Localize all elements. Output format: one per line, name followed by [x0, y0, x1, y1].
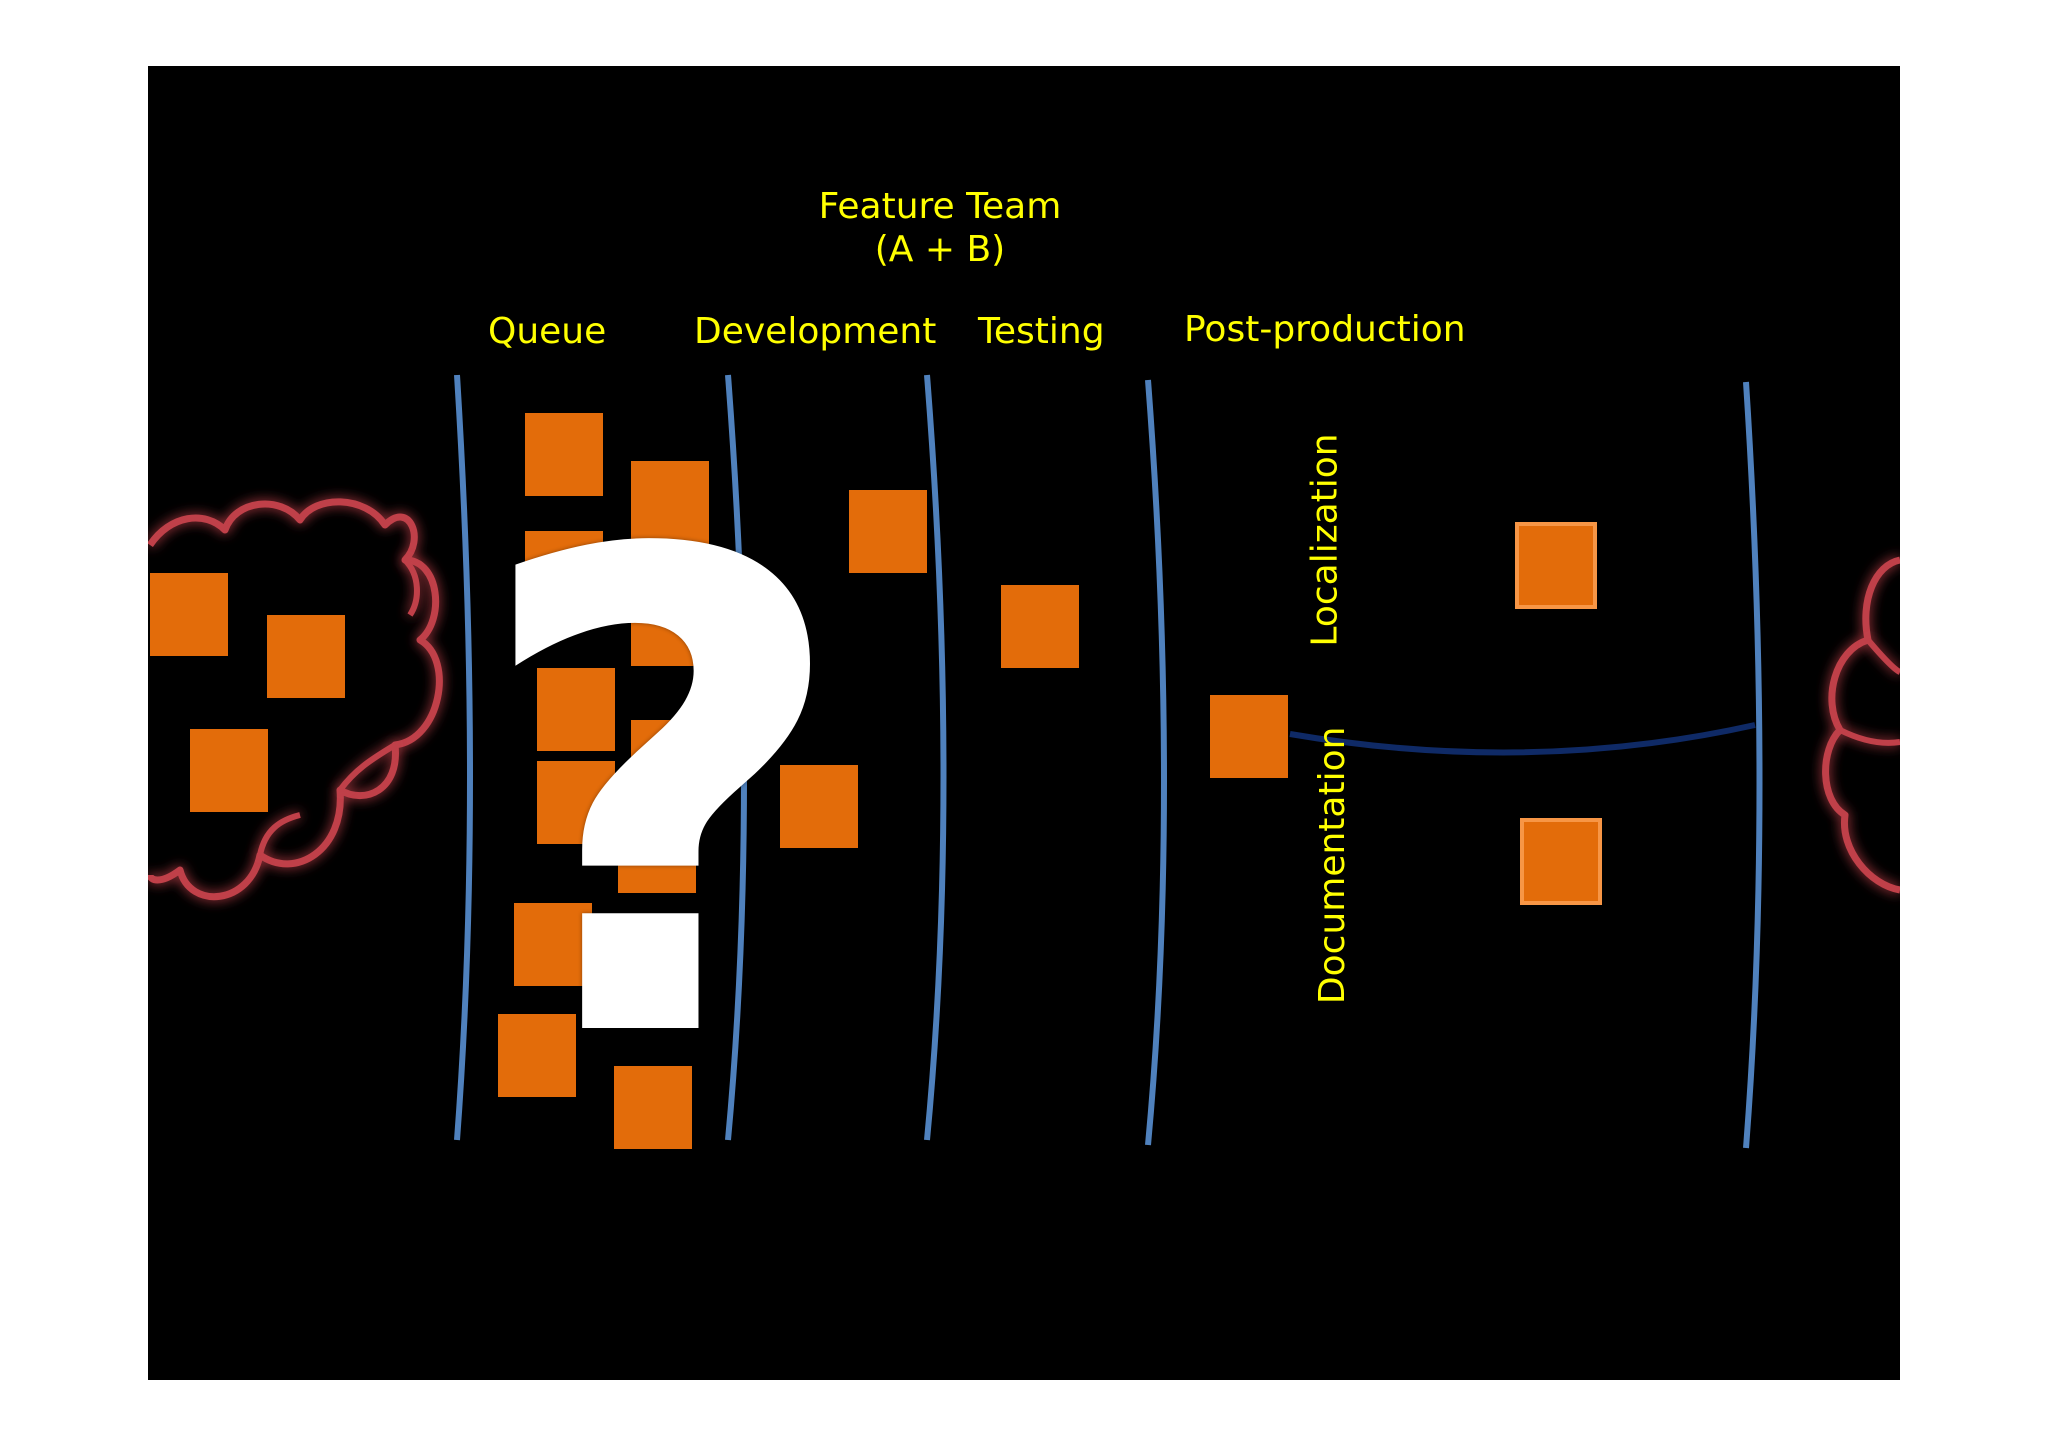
feature-team-title-line-1: Feature Team	[818, 186, 1062, 227]
work-item-queue-3	[525, 531, 603, 614]
track-label-localization: Localization	[1304, 433, 1346, 647]
divider-development-testing	[924, 374, 947, 1141]
divider-testing-postproduction	[1145, 379, 1167, 1146]
work-item-queue-9	[514, 903, 592, 986]
delivered-cloud-right	[1822, 556, 1900, 894]
work-item-localization-1	[1515, 522, 1597, 609]
work-item-queue-12	[614, 1066, 692, 1149]
work-item-queue-10	[615, 944, 693, 1027]
slide-background	[148, 66, 1900, 1380]
column-label-testing: Testing	[978, 311, 1105, 352]
question-mark-overlay: ?	[470, 415, 853, 1184]
column-label-post-production: Post-production	[1184, 309, 1466, 350]
backlog-cloud-left-inner	[257, 557, 420, 856]
work-item-queue-4	[631, 583, 709, 666]
work-item-development-1	[849, 490, 927, 573]
column-label-queue: Queue	[488, 311, 607, 352]
feature-team-title-line-2: (A + B)	[874, 229, 1006, 271]
work-item-queue-6	[631, 720, 709, 803]
work-item-queue-7	[537, 761, 615, 844]
work-item-documentation-1	[1520, 818, 1602, 905]
divider-queue-development	[725, 374, 747, 1141]
work-item-postproduction-1	[1210, 695, 1288, 778]
column-label-development: Development	[694, 311, 937, 352]
work-item-backlog-2	[267, 615, 345, 698]
work-item-queue-11	[498, 1014, 576, 1097]
feature-team-title: Feature Team (A + B)	[780, 185, 1100, 271]
work-item-testing-1	[1001, 585, 1079, 668]
work-item-development-2	[780, 765, 858, 848]
work-item-backlog-1	[150, 573, 228, 656]
work-item-queue-1	[525, 413, 603, 496]
work-item-backlog-3	[190, 729, 268, 812]
backlog-cloud-left	[148, 498, 443, 901]
work-item-queue-2	[631, 461, 709, 544]
work-item-queue-8	[618, 810, 696, 893]
divider-postproduction-right	[1743, 381, 1763, 1149]
track-label-documentation: Documentation	[1311, 726, 1353, 1005]
track-divider-localization-documentation	[1289, 722, 1756, 756]
work-item-queue-5	[537, 668, 615, 751]
divider-queue-left	[454, 374, 473, 1141]
delivered-cloud-right-inner	[1838, 638, 1900, 746]
